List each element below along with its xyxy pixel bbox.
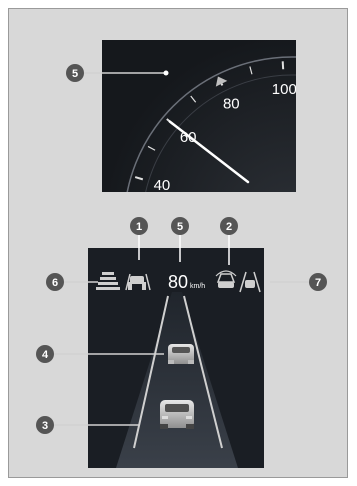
gauge-tick-label: 80 <box>223 95 240 112</box>
gauge-outer-ring <box>126 56 296 192</box>
lane-keeping-icon <box>125 273 151 291</box>
set-speed-unit: km/h <box>190 283 205 290</box>
lane-departure-icon <box>239 271 261 293</box>
gauge-tick <box>134 176 144 181</box>
speedometer-gauge: 406080100120 <box>102 40 296 192</box>
gauge-labels: 406080100120 <box>154 81 296 192</box>
lane-line-left <box>133 295 169 449</box>
lane-line-right <box>183 295 223 449</box>
gauge-tick <box>190 95 197 103</box>
gauge-tick <box>147 145 156 151</box>
speedometer-background <box>102 40 296 192</box>
gauge-ticks <box>134 61 285 181</box>
set-speed-value: 80 <box>168 272 188 292</box>
speed-needle <box>168 120 250 184</box>
gauge-tick-label: 40 <box>154 177 171 192</box>
gauge-tick <box>249 66 253 75</box>
driver-info-display: 80 km/h <box>88 248 264 468</box>
vehicle-ahead-icon <box>215 270 237 288</box>
road-surface <box>116 292 238 468</box>
gauge-tick-label: 100 <box>272 81 296 98</box>
set-speed-marker-icon <box>215 76 228 87</box>
lane-indicator-icon <box>96 272 120 290</box>
own-vehicle-graphic <box>160 400 194 429</box>
vehicle-ahead-graphic <box>168 344 194 364</box>
gauge-inner-ring <box>145 74 296 192</box>
